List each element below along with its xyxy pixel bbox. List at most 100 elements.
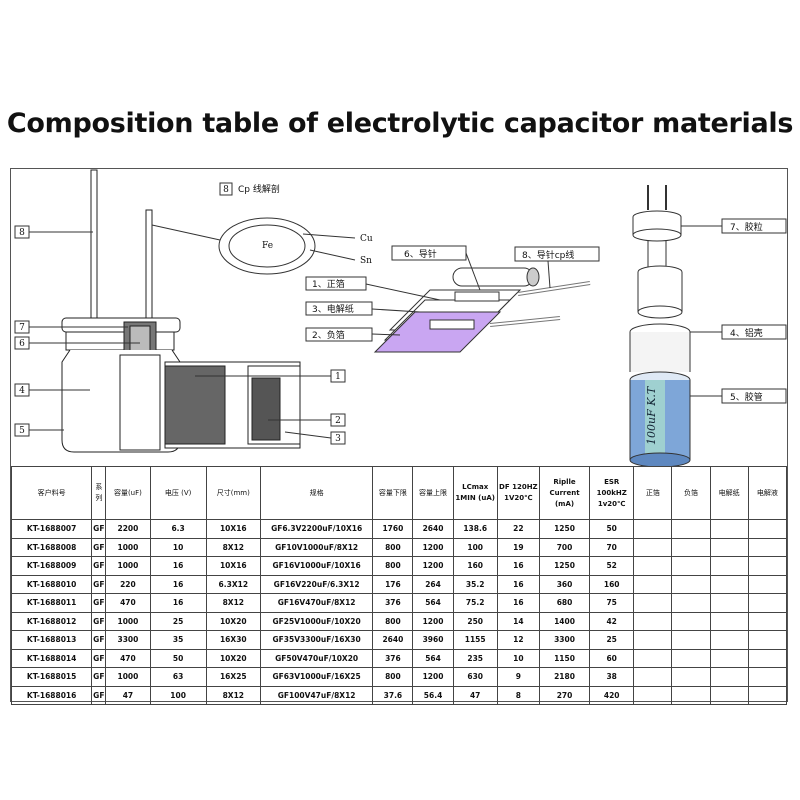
table-cell (747, 574, 788, 594)
table-cell: 9 (496, 667, 540, 687)
col-header: 容量下限 (372, 466, 414, 520)
table-cell (709, 593, 749, 613)
table-cell: 2640 (372, 630, 414, 650)
table-header-row: 客户料号 系列 容量(uF) 电压 (V) 尺寸(mm) 规格 容量下限 容量上… (10, 466, 788, 520)
table-cell: 16 (496, 556, 540, 576)
table-cell (633, 519, 673, 539)
table-cell (747, 556, 788, 576)
table-cell (671, 593, 711, 613)
svg-text:5、胶管: 5、胶管 (730, 391, 763, 403)
table-cell: GF100V47uF/8X12 (259, 685, 374, 705)
table-cell: GF6.3V2200uF/10X16 (259, 519, 374, 539)
table-cell: 60 (589, 648, 635, 668)
table-cell: 800 (372, 537, 414, 557)
table-cell: KT-1688013 (10, 630, 93, 650)
table-cell (671, 630, 711, 650)
table-cell: 1000 (105, 667, 151, 687)
table-cell: 8X12 (205, 685, 261, 705)
table-cell: 3300 (105, 630, 151, 650)
table-cell: 16 (496, 574, 540, 594)
table-cell: 376 (372, 648, 414, 668)
col-header: 负箔 (671, 466, 711, 520)
svg-text:3、电解纸: 3、电解纸 (312, 303, 354, 315)
table-cell: 1200 (412, 537, 454, 557)
table-cell: 1250 (538, 556, 591, 576)
svg-text:8、导针cp线: 8、导针cp线 (522, 249, 574, 261)
table-cell: 16X25 (205, 667, 261, 687)
table-cell: KT-1688014 (10, 648, 93, 668)
right-markers: 1 2 3 (195, 369, 346, 445)
table-cell (633, 537, 673, 557)
table-cell: 1200 (412, 556, 454, 576)
table-cell: 1155 (452, 630, 498, 650)
svg-text:8: 8 (223, 185, 229, 195)
col-header: LCmax 1MIN (uA) (452, 466, 498, 520)
table-cell: 138.6 (452, 519, 498, 539)
svg-text:2、负箔: 2、负箔 (312, 329, 345, 341)
table-cell: KT-1688009 (10, 556, 93, 576)
table-cell: 10X16 (205, 519, 261, 539)
capacitor-diagram: 8 7 6 4 5 1 2 3 8 Cp 线解剖 Fe Cu Sn (14, 169, 787, 466)
table-cell: 16 (149, 556, 207, 576)
callout-aluminum-case: 4、铝壳 (690, 324, 787, 340)
table-cell: GF (91, 667, 107, 687)
table-cell: 70 (589, 537, 635, 557)
table-cell (633, 556, 673, 576)
table-cell: 176 (372, 574, 414, 594)
table-cell: 680 (538, 593, 591, 613)
table-cell: 564 (412, 648, 454, 668)
table-cell: 19 (496, 537, 540, 557)
marker-2: 2 (268, 413, 346, 427)
marker-5: 5 (14, 423, 64, 437)
table-cell (747, 685, 788, 705)
table-cell (671, 648, 711, 668)
cp-wire-section: 8 Cp 线解剖 Fe Cu Sn (151, 182, 373, 275)
table-cell (671, 574, 711, 594)
table-cell (671, 685, 711, 705)
col-header: 电解液 (747, 466, 788, 520)
table-cell: KT-1688015 (10, 667, 93, 687)
left-markers: 8 7 6 4 5 (14, 225, 140, 437)
right-callouts: 7、胶粒 4、铝壳 5、胶管 (681, 218, 787, 404)
svg-text:6、导针: 6、导针 (404, 248, 437, 260)
table-cell: GF (91, 611, 107, 631)
table-cell: 52 (589, 556, 635, 576)
table-cell: 1000 (105, 537, 151, 557)
table-cell (747, 593, 788, 613)
table-cell: 2200 (105, 519, 151, 539)
svg-text:3: 3 (335, 434, 341, 444)
center-callouts: 1、正箔 3、电解纸 2、负箔 6、导针 8、导针cp线 (305, 245, 600, 342)
spec-table: 客户料号 系列 容量(uF) 电压 (V) 尺寸(mm) 规格 容量下限 容量上… (10, 466, 788, 705)
table-cell: 75 (589, 593, 635, 613)
table-cell (709, 630, 749, 650)
callout-rubber-plug: 7、胶粒 (681, 218, 787, 234)
col-header: 系列 (91, 466, 107, 520)
table-cell: 16X30 (205, 630, 261, 650)
table-cell: 470 (105, 648, 151, 668)
table-cell: 50 (589, 519, 635, 539)
table-cell: 220 (105, 574, 151, 594)
col-header: DF 120HZ 1V20℃ (496, 466, 540, 520)
table-cell (709, 556, 749, 576)
table-cell (747, 537, 788, 557)
table-cell: KT-1688007 (10, 519, 93, 539)
svg-text:4、铝壳: 4、铝壳 (730, 327, 763, 339)
table-cell (671, 519, 711, 539)
table-cell: 8X12 (205, 593, 261, 613)
table-cell: GF25V1000uF/10X20 (259, 611, 374, 631)
table-cell: GF (91, 593, 107, 613)
table-cell: 6.3 (149, 519, 207, 539)
table-cell: GF (91, 630, 107, 650)
table-cell: KT-1688016 (10, 685, 93, 705)
table-cell: KT-1688008 (10, 537, 93, 557)
marker-8: 8 (14, 225, 93, 239)
table-cell: 25 (589, 630, 635, 650)
table-cell: 10X16 (205, 556, 261, 576)
table-cell (709, 648, 749, 668)
table-cell (709, 667, 749, 687)
